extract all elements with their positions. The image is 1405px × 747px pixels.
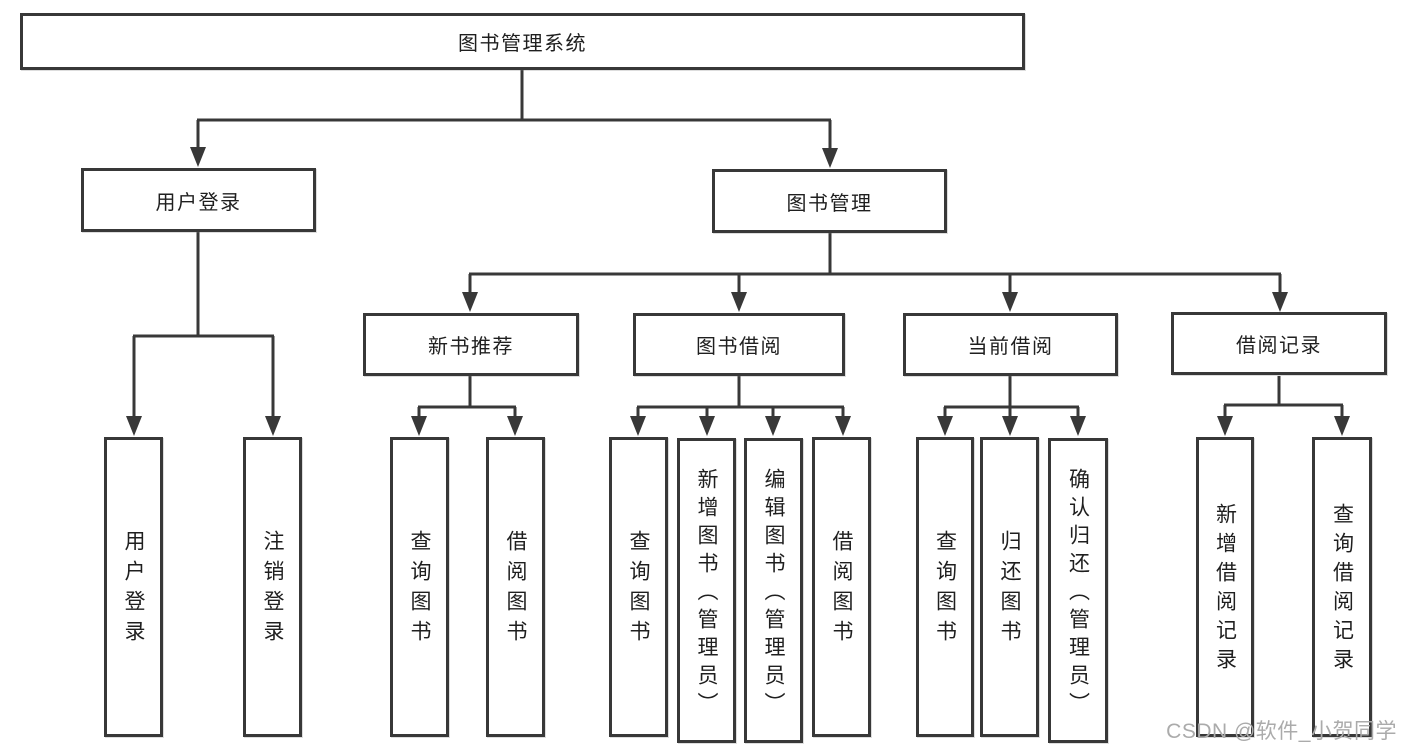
node-library-system: 图书管理系统 xyxy=(20,13,1025,70)
node-book-borrow: 图书借阅 xyxy=(633,313,845,376)
node-book-management: 图书管理 xyxy=(712,169,947,233)
node-user-login: 用户登录 xyxy=(81,168,316,232)
node-return-book: 归还图书 xyxy=(980,437,1039,737)
node-logout: 注销登录 xyxy=(243,437,302,737)
node-borrow-book-2: 借阅图书 xyxy=(812,437,871,737)
node-query-borrow-record: 查询借阅记录 xyxy=(1312,437,1372,737)
node-add-borrow-record: 新增借阅记录 xyxy=(1196,437,1254,737)
node-new-book-recommend: 新书推荐 xyxy=(363,313,579,376)
node-current-borrow: 当前借阅 xyxy=(903,313,1118,376)
csdn-watermark: CSDN @软件_小贺同学 xyxy=(1166,720,1397,743)
node-edit-book-admin: 编辑图书（管理员） xyxy=(744,438,803,743)
node-confirm-return-admin: 确认归还（管理员） xyxy=(1048,438,1108,743)
node-login: 用户登录 xyxy=(104,437,163,737)
node-borrow-book-1: 借阅图书 xyxy=(486,437,545,737)
connector-path xyxy=(132,70,1344,418)
node-query-book-3: 查询图书 xyxy=(916,437,974,737)
node-borrow-records: 借阅记录 xyxy=(1171,312,1387,375)
node-query-book-2: 查询图书 xyxy=(609,437,668,737)
node-add-book-admin: 新增图书（管理员） xyxy=(677,438,736,743)
node-query-book-1: 查询图书 xyxy=(390,437,449,737)
